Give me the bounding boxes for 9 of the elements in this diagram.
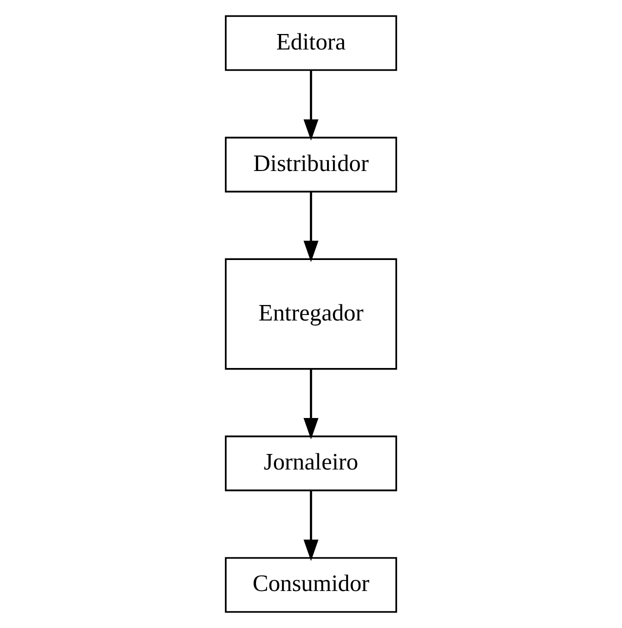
node-box: Entregador [224,258,398,370]
arrow [304,70,318,141]
node-box: Distribuidor [224,136,398,192]
arrow [304,369,318,440]
node-box: Editora [224,15,398,71]
node-box: Consumidor [224,557,398,613]
node-box: Jornaleiro [224,436,398,492]
arrow [304,192,318,262]
arrow [304,490,318,561]
